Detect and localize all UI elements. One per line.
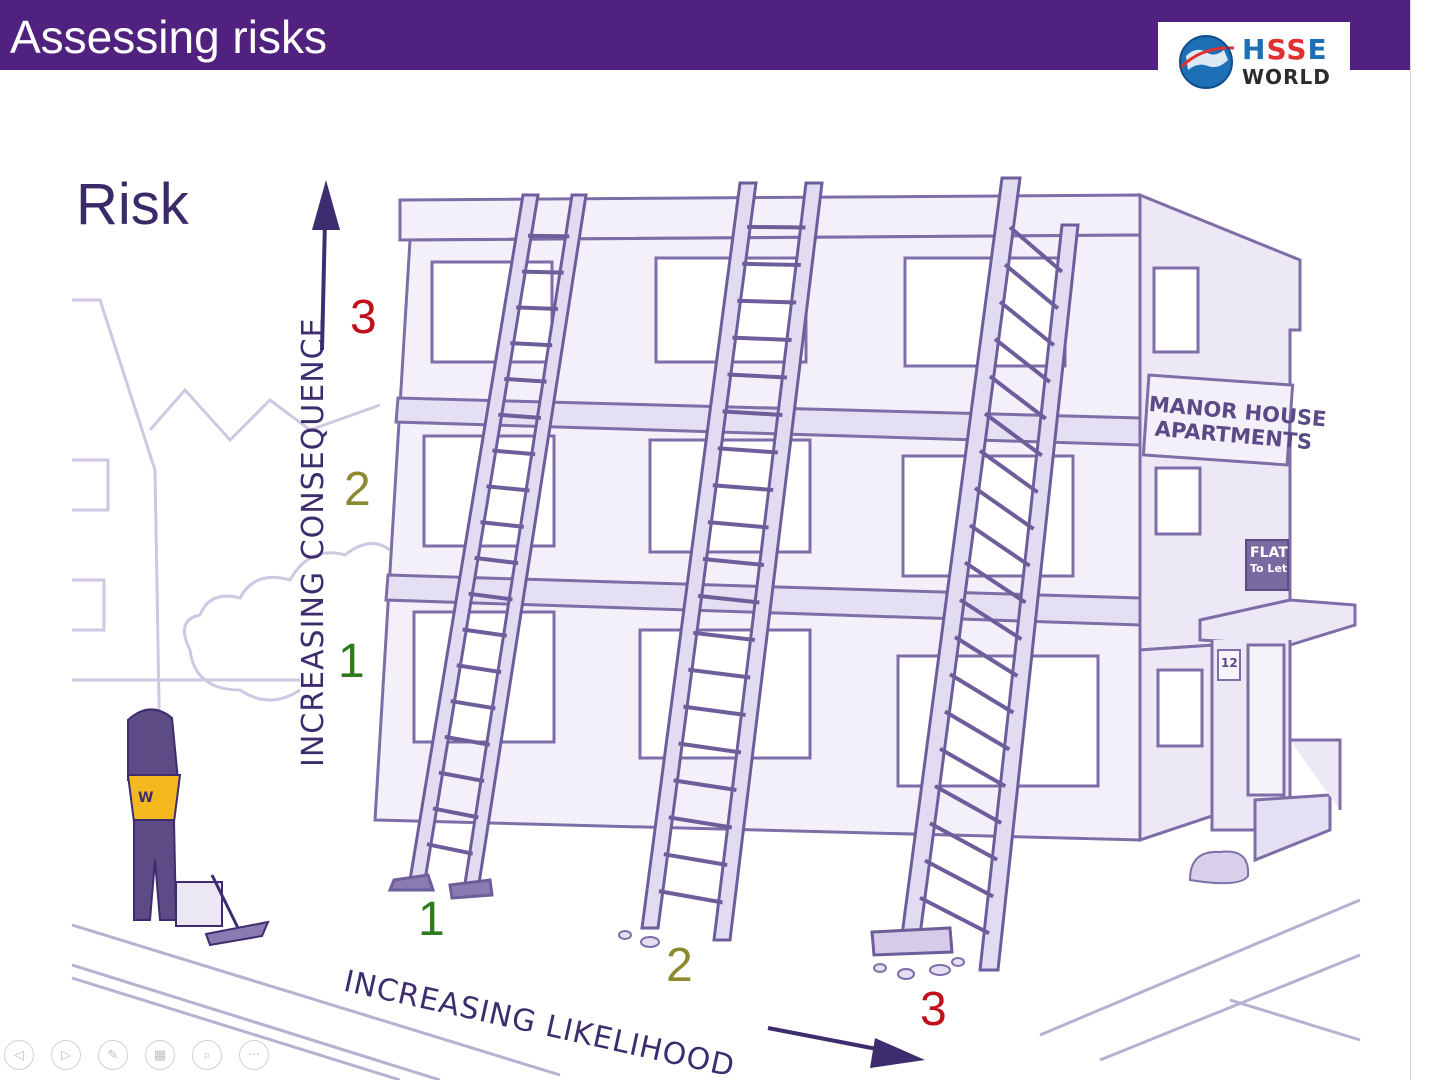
- consequence-level-2: 2: [344, 463, 371, 516]
- ladder-rung: [444, 734, 491, 747]
- ladder-rung: [697, 593, 760, 605]
- ladder-rung: [978, 449, 1039, 494]
- ladder-rung: [486, 484, 530, 493]
- consequence-arrow-head: [312, 180, 340, 230]
- ladder-rung: [717, 446, 778, 455]
- globe-icon: [1178, 35, 1235, 89]
- ladder-rung: [983, 411, 1043, 458]
- consequence-arrow-line: [320, 219, 327, 351]
- slides-icon: ▦: [153, 1047, 167, 1063]
- ladder-rung: [939, 747, 1007, 788]
- flat-sign: [1245, 539, 1289, 591]
- ladder-rung: [929, 821, 999, 862]
- previous-icon: ◁: [14, 1047, 24, 1063]
- ladder-rung: [712, 483, 774, 492]
- likelihood-arrow-head: [870, 1038, 925, 1068]
- ladder-rung: [480, 520, 525, 529]
- ladder-rung: [968, 523, 1031, 568]
- risk-illustration: [71, 176, 1361, 1080]
- ladder-rung: [663, 852, 728, 867]
- see-all-slides-button[interactable]: ▦: [145, 1040, 175, 1070]
- ladder-rung: [958, 598, 1023, 641]
- ladder-rung: [498, 412, 542, 420]
- more-icon: ···: [247, 1047, 261, 1063]
- ladder-rung: [510, 341, 553, 348]
- ladder-rung: [492, 448, 536, 457]
- likelihood-level-3: 3: [920, 983, 947, 1036]
- ladder-rung: [516, 305, 559, 311]
- pen-icon: ✎: [107, 1047, 119, 1063]
- logo-text-hsse: HSSE: [1242, 33, 1328, 66]
- flat-sign-text: FLAT To Let: [1250, 545, 1288, 577]
- door-number: 12: [1221, 656, 1238, 670]
- ladder-rung: [462, 627, 508, 638]
- ladder-rung: [943, 709, 1011, 752]
- ladder-rung: [924, 858, 995, 899]
- flat-sign-line2: To Let: [1250, 562, 1288, 575]
- ladder-rung: [948, 672, 1015, 715]
- likelihood-level-1: 1: [418, 893, 445, 946]
- ladder-rung: [450, 699, 496, 711]
- next-icon: ▷: [61, 1047, 71, 1063]
- hsse-world-logo: HSSE WORLD: [1158, 22, 1350, 96]
- ladder-rung: [432, 806, 479, 820]
- ladder-rung: [426, 842, 474, 856]
- ladder-rung: [688, 667, 751, 680]
- previous-slide-button[interactable]: ◁: [4, 1040, 34, 1070]
- ladder-rung: [1008, 225, 1064, 274]
- ladder-rung: [742, 261, 801, 267]
- flat-sign-line1: FLAT: [1250, 545, 1288, 561]
- ladder-rung: [438, 770, 485, 784]
- ladder-rung: [678, 741, 742, 755]
- ladder-rungs: [426, 224, 1064, 936]
- ladder-rung: [673, 778, 737, 792]
- ladder-rung: [953, 635, 1019, 678]
- consequence-axis-label: INCREASING CONSEQUENCE: [296, 317, 331, 767]
- cat: [1188, 850, 1250, 885]
- zoom-icon: ⌕: [203, 1047, 211, 1063]
- ladder-rung: [658, 889, 723, 905]
- slide-edge: [1410, 0, 1439, 1080]
- person-figure: [126, 708, 270, 947]
- logo-text-world: WORLD: [1242, 65, 1331, 89]
- shirt-letter: W: [138, 790, 154, 806]
- ladder-rung: [1003, 262, 1060, 311]
- ladder-rung: [504, 376, 547, 384]
- consequence-level-1: 1: [338, 635, 365, 688]
- ladder-rung: [993, 337, 1052, 384]
- slide-title: Assessing risks: [10, 11, 327, 63]
- ladder-rung: [722, 409, 783, 417]
- ladder-rung: [683, 704, 746, 717]
- ladder-rung: [456, 663, 502, 675]
- ladder-rung: [732, 335, 792, 342]
- risk-heading: Risk: [76, 172, 189, 237]
- likelihood-arrow-line: [767, 1026, 883, 1052]
- ladder-rung: [934, 784, 1003, 825]
- ladder-rung: [998, 300, 1056, 347]
- likelihood-level-2: 2: [666, 939, 693, 992]
- ladder-rung: [963, 560, 1027, 605]
- next-slide-button[interactable]: ▷: [51, 1040, 81, 1070]
- ladder-rung: [668, 815, 733, 830]
- ladder-rung: [747, 224, 806, 230]
- ladder-rung: [474, 555, 519, 566]
- ladder-rung: [707, 520, 769, 530]
- ladder-rung: [973, 486, 1035, 531]
- zoom-button[interactable]: ⌕: [192, 1040, 222, 1070]
- consequence-level-3: 3: [350, 291, 377, 344]
- pen-tool-button[interactable]: ✎: [98, 1040, 128, 1070]
- ladder-rung: [737, 298, 797, 305]
- ladder-rung: [692, 630, 756, 642]
- ladder-rung: [727, 372, 788, 380]
- more-options-button[interactable]: ···: [239, 1040, 269, 1070]
- ladder-rung: [468, 591, 513, 602]
- ladder-rung: [988, 374, 1047, 421]
- ladder-rung: [702, 557, 765, 567]
- ladder-rung: [528, 233, 570, 239]
- ladder-rung: [919, 895, 990, 936]
- ladder-rung: [522, 269, 564, 275]
